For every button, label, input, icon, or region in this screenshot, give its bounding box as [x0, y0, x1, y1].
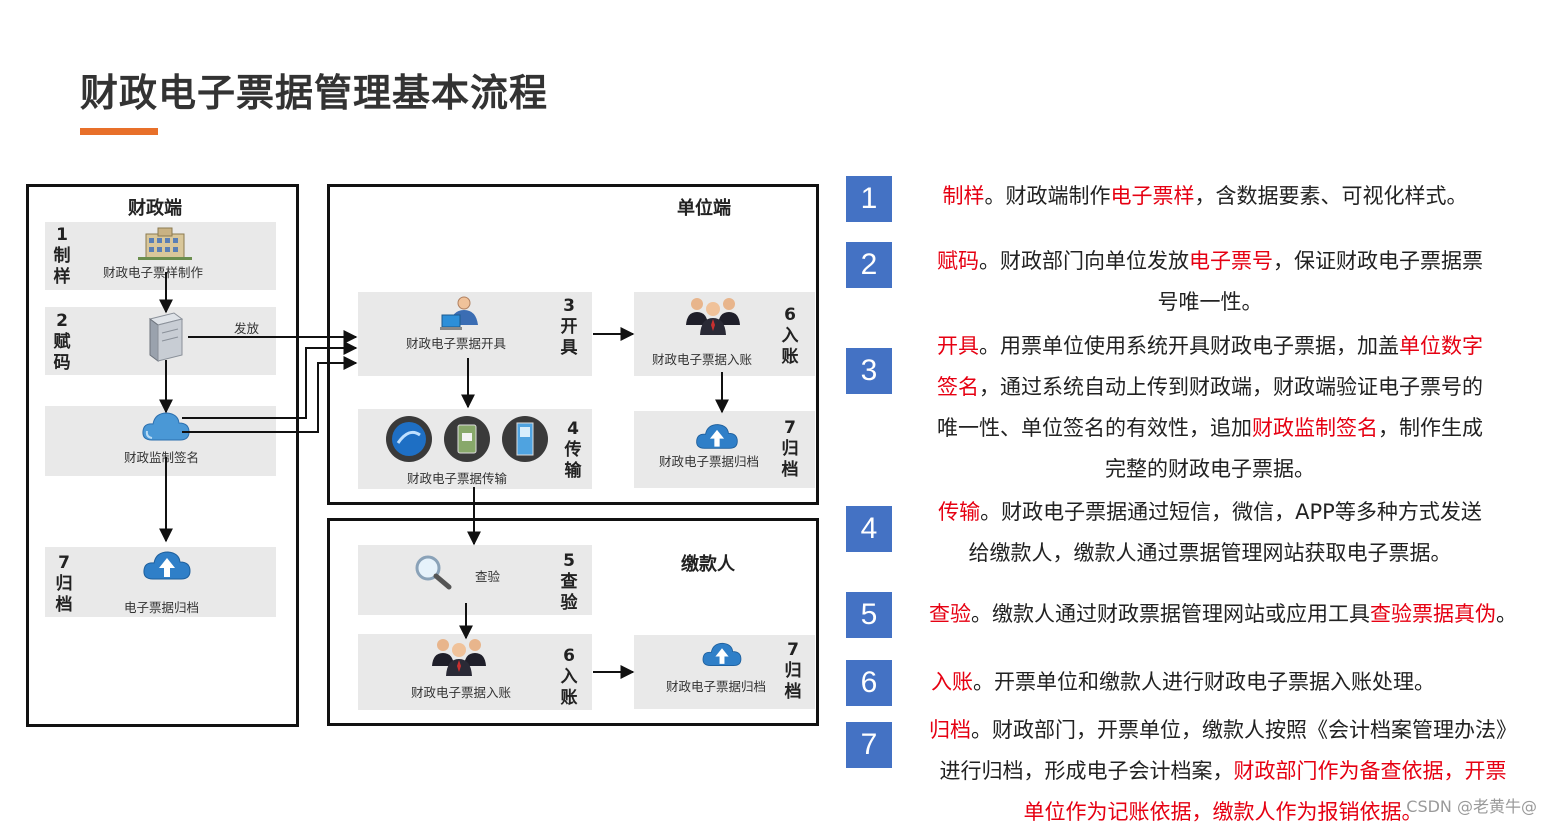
step-description: 开具。用票单位使用系统开具财政电子票据，加盖单位数字签名，通过系统自动上传到财政…: [905, 326, 1515, 490]
step-number-badge: 1: [846, 176, 892, 222]
highlight-text: 签名: [937, 375, 979, 399]
step-description-line: 号唯一性。: [905, 282, 1515, 323]
highlight-text: 开具: [937, 334, 979, 358]
step-number-badge: 4: [846, 506, 892, 552]
step-description: 入账。开票单位和缴款人进行财政电子票据入账处理。: [903, 662, 1463, 703]
body-text: ，制作生成: [1378, 416, 1483, 440]
body-text: 完整的财政电子票据。: [1105, 457, 1315, 481]
body-text: 。缴款人通过财政票据管理网站或应用工具: [971, 602, 1370, 626]
step-number-badge: 7: [846, 722, 892, 768]
highlight-text: 入账: [931, 670, 973, 694]
body-text: 。用票单位使用系统开具财政电子票据，加盖: [979, 334, 1399, 358]
step-description-line: 签名，通过系统自动上传到财政端，财政端验证电子票号的: [905, 367, 1515, 408]
body-text: 。财政电子票据通过短信，微信，APP等多种方式发送: [980, 500, 1482, 524]
highlight-text: 查验票据真伪: [1370, 602, 1496, 626]
step-description-line: 归档。财政部门，开票单位，缴款人按照《会计档案管理办法》: [903, 710, 1543, 751]
highlight-text: 财政部门作为备查依据，开票: [1234, 759, 1507, 783]
step-description-line: 传输。财政电子票据通过短信，微信，APP等多种方式发送: [905, 492, 1515, 533]
step-description-line: 制样。财政端制作电子票样，含数据要素、可视化样式。: [905, 176, 1505, 217]
highlight-text: 财政监制签名: [1252, 416, 1378, 440]
highlight-text: 传输: [938, 500, 980, 524]
body-text: 给缴款人，缴款人通过票据管理网站获取电子票据。: [969, 541, 1452, 565]
highlight-text: 电子票样: [1111, 184, 1195, 208]
highlight-text: 制样: [943, 184, 985, 208]
body-text: ，通过系统自动上传到财政端，财政端验证电子票号的: [979, 375, 1483, 399]
step-description-line: 查验。缴款人通过财政票据管理网站或应用工具查验票据真伪。: [903, 594, 1543, 635]
body-text: 。财政部门向单位发放: [979, 249, 1189, 273]
highlight-text: 单位作为记账依据，缴款人作为报销依据。: [1024, 800, 1423, 824]
body-text: 。: [1496, 602, 1517, 626]
body-text: 号唯一性。: [1158, 290, 1263, 314]
step-description: 查验。缴款人通过财政票据管理网站或应用工具查验票据真伪。: [903, 594, 1543, 635]
highlight-text: 归档: [929, 718, 971, 742]
step-description-line: 进行归档，形成电子会计档案，财政部门作为备查依据，开票: [903, 751, 1543, 792]
body-text: 。开票单位和缴款人进行财政电子票据入账处理。: [973, 670, 1435, 694]
step-description-line: 完整的财政电子票据。: [905, 449, 1515, 490]
step-description: 传输。财政电子票据通过短信，微信，APP等多种方式发送给缴款人，缴款人通过票据管…: [905, 492, 1515, 574]
step-description-line: 赋码。财政部门向单位发放电子票号，保证财政电子票据票: [905, 241, 1515, 282]
highlight-text: 赋码: [937, 249, 979, 273]
step-description: 赋码。财政部门向单位发放电子票号，保证财政电子票据票号唯一性。: [905, 241, 1515, 323]
body-text: ，含数据要素、可视化样式。: [1195, 184, 1468, 208]
step-number-badge: 5: [846, 592, 892, 638]
step-description-line: 唯一性、单位签名的有效性，追加财政监制签名，制作生成: [905, 408, 1515, 449]
highlight-text: 查验: [929, 602, 971, 626]
step-description-line: 给缴款人，缴款人通过票据管理网站获取电子票据。: [905, 533, 1515, 574]
body-text: 。财政部门，开票单位，缴款人按照《会计档案管理办法》: [971, 718, 1517, 742]
highlight-text: 电子票号: [1189, 249, 1273, 273]
body-text: 进行归档，形成电子会计档案，: [940, 759, 1234, 783]
body-text: ，保证财政电子票据票: [1273, 249, 1483, 273]
step-description: 制样。财政端制作电子票样，含数据要素、可视化样式。: [905, 176, 1505, 217]
body-text: 。财政端制作: [985, 184, 1111, 208]
step-description-line: 入账。开票单位和缴款人进行财政电子票据入账处理。: [903, 662, 1463, 703]
step-number-badge: 3: [846, 348, 892, 394]
step-number-badge: 2: [846, 242, 892, 288]
flow-arrows: [0, 0, 830, 827]
highlight-text: 单位数字: [1399, 334, 1483, 358]
body-text: 唯一性、单位签名的有效性，追加: [937, 416, 1252, 440]
step-description-line: 开具。用票单位使用系统开具财政电子票据，加盖单位数字: [905, 326, 1515, 367]
step-number-badge: 6: [846, 660, 892, 706]
watermark: CSDN @老黄牛@: [1406, 793, 1537, 817]
